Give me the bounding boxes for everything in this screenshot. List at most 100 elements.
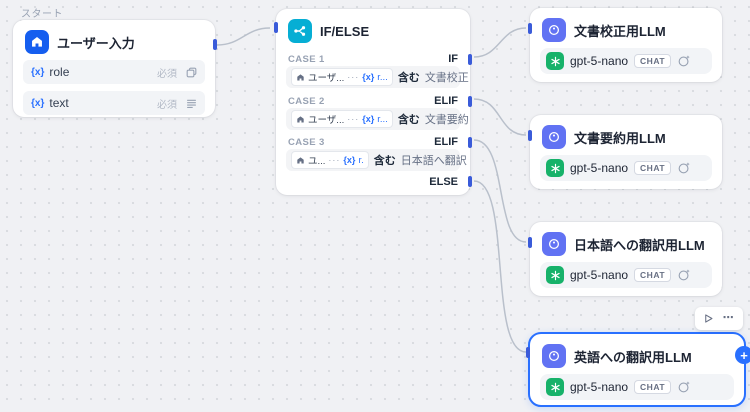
capability-icon xyxy=(677,54,691,68)
openai-icon xyxy=(546,378,564,396)
variable-name: r. xyxy=(358,154,364,166)
condition-value: 文書要約 xyxy=(424,114,469,126)
variable-icon: {x} xyxy=(362,72,375,82)
mode-badge: CHAT xyxy=(634,54,672,68)
variable-name: r... xyxy=(377,113,388,125)
field-name: text xyxy=(49,96,69,110)
input-handle[interactable] xyxy=(528,130,532,141)
llm-node-translate-ja[interactable]: 日本語への翻訳用LLM gpt-5-nano CHAT xyxy=(528,222,722,296)
input-handle[interactable] xyxy=(528,23,532,34)
ifelse-input-handle[interactable] xyxy=(274,22,278,33)
node-title: ユーザー入力 xyxy=(57,35,135,51)
variable-chip: ユーザ... ··· {x} r... xyxy=(291,110,393,128)
llm-node-translate-en[interactable]: + 英語への翻訳用LLM gpt-5-nano CHAT xyxy=(526,332,750,407)
truncation-dots: ··· xyxy=(347,72,360,82)
truncation-dots: ··· xyxy=(328,155,341,165)
llm-icon xyxy=(542,344,566,368)
case-label: CASE 1 xyxy=(288,53,325,65)
condition-value: 日本語へ翻訳 xyxy=(400,155,467,167)
case-label: CASE 2 xyxy=(288,95,325,107)
ifelse-node[interactable]: IF/ELSE CASE 1 IF ユーザ... ··· {x} r... 含む… xyxy=(274,9,472,195)
model-selector[interactable]: gpt-5-nano CHAT xyxy=(540,374,734,400)
operator: 含む xyxy=(397,114,420,126)
case-2-header: CASE 2 ELIF xyxy=(288,94,458,108)
variable-chip: ユ... ··· {x} r. xyxy=(291,151,369,169)
llm-node-proofread[interactable]: 文書校正用LLM gpt-5-nano CHAT xyxy=(528,8,722,82)
truncation-dots: ··· xyxy=(347,114,360,124)
node-title: 日本語への翻訳用LLM xyxy=(574,237,705,253)
add-next-node-button[interactable]: + xyxy=(735,346,750,364)
home-icon xyxy=(297,156,304,163)
node-title: 文書校正用LLM xyxy=(574,23,666,39)
paragraph-icon xyxy=(186,98,197,109)
capability-icon xyxy=(677,380,691,394)
required-badge: 必須 xyxy=(157,68,177,80)
variable-icon: {x} xyxy=(31,66,45,78)
llm-node-summary[interactable]: 文書要約用LLM gpt-5-nano CHAT xyxy=(528,115,722,189)
variable-icon: {x} xyxy=(31,97,45,109)
start-output-handle[interactable] xyxy=(213,39,217,50)
case-label: CASE 3 xyxy=(288,136,325,148)
model-name: gpt-5-nano xyxy=(570,380,629,394)
condition-row[interactable]: ユーザ... ··· {x} r... 含む 文書要約 xyxy=(286,108,469,130)
openai-icon xyxy=(546,266,564,284)
edge-start-to-ifelse xyxy=(216,27,271,46)
home-icon xyxy=(297,115,304,122)
input-handle[interactable] xyxy=(528,237,532,248)
node-title: IF/ELSE xyxy=(320,23,370,39)
variable-icon: {x} xyxy=(343,155,356,165)
short-text-icon xyxy=(186,67,197,78)
model-name: gpt-5-nano xyxy=(570,161,629,175)
variable-chip: ユーザ... ··· {x} r... xyxy=(291,68,393,86)
home-icon xyxy=(25,30,49,54)
mode-badge: CHAT xyxy=(634,268,672,282)
capability-icon xyxy=(677,161,691,175)
home-icon xyxy=(297,73,304,80)
model-selector[interactable]: gpt-5-nano CHAT xyxy=(540,48,712,74)
mode-badge: CHAT xyxy=(634,380,672,394)
elif2-output-handle[interactable] xyxy=(468,137,472,148)
start-node[interactable]: ユーザー入力 {x} role 必須 {x} text 必須 xyxy=(13,20,217,117)
operator: 含む xyxy=(373,155,396,167)
openai-icon xyxy=(546,159,564,177)
input-handle[interactable] xyxy=(526,347,530,358)
more-options-button[interactable]: ⋯ xyxy=(722,312,735,324)
edge-else-to-llm4 xyxy=(473,180,527,353)
branch-label: IF xyxy=(448,53,458,65)
case-3-header: CASE 3 ELIF xyxy=(288,135,458,149)
start-section-label: スタート xyxy=(21,9,63,20)
openai-icon xyxy=(546,52,564,70)
model-name: gpt-5-nano xyxy=(570,54,629,68)
model-selector[interactable]: gpt-5-nano CHAT xyxy=(540,262,712,288)
node-toolbar: ⋯ xyxy=(695,307,743,330)
node-ref: ユ... xyxy=(308,156,326,167)
edge-elif2-to-llm3 xyxy=(473,139,527,243)
condition-value: 文書校正 xyxy=(424,72,469,84)
node-title: 英語への翻訳用LLM xyxy=(574,349,692,365)
operator: 含む xyxy=(397,72,420,84)
branch-label: ELIF xyxy=(434,136,458,148)
input-field-text[interactable]: {x} text 必須 xyxy=(23,91,205,115)
branch-label: ELIF xyxy=(434,95,458,107)
condition-row[interactable]: ユ... ··· {x} r. 含む 日本語へ翻訳 xyxy=(286,149,467,171)
else-output-handle[interactable] xyxy=(468,176,472,187)
node-ref: ユーザ... xyxy=(308,73,345,84)
llm-icon xyxy=(542,232,566,256)
else-label: ELSE xyxy=(429,176,458,188)
edge-if-to-llm1 xyxy=(473,27,527,58)
llm-icon xyxy=(542,18,566,42)
model-selector[interactable]: gpt-5-nano CHAT xyxy=(540,155,712,181)
branch-icon xyxy=(288,19,312,43)
edge-elif1-to-llm2 xyxy=(473,98,527,136)
llm-icon xyxy=(542,125,566,149)
input-field-role[interactable]: {x} role 必須 xyxy=(23,60,205,84)
model-name: gpt-5-nano xyxy=(570,268,629,282)
condition-row[interactable]: ユーザ... ··· {x} r... 含む 文書校正 xyxy=(286,66,469,88)
mode-badge: CHAT xyxy=(634,161,672,175)
variable-icon: {x} xyxy=(362,114,375,124)
run-node-button[interactable] xyxy=(703,313,714,324)
variable-name: r... xyxy=(377,71,388,83)
if-output-handle[interactable] xyxy=(468,54,472,65)
elif1-output-handle[interactable] xyxy=(468,96,472,107)
